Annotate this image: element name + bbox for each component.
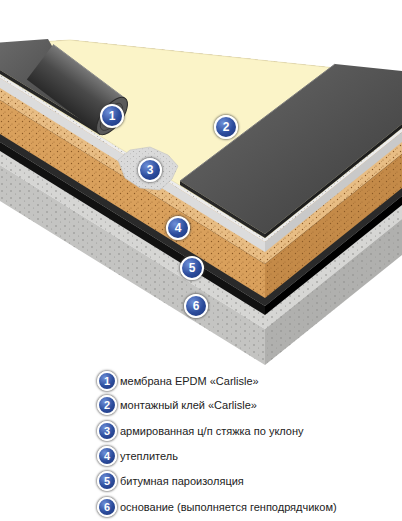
callout-number: 1	[100, 104, 124, 128]
roll-end-face	[91, 92, 133, 139]
vapour-top	[0, 40, 402, 306]
callout-number: 6	[97, 497, 117, 517]
legend-text: мембрана EPDM «Carlisle»	[120, 374, 259, 388]
insulation-layer	[0, 40, 402, 298]
callout-number: 5	[180, 256, 204, 280]
sheet-edge	[180, 64, 335, 181]
callout-number: 3	[97, 421, 117, 441]
callout-number: 6	[184, 294, 208, 318]
roll-spiral	[96, 100, 127, 134]
roll-body	[27, 44, 125, 133]
legend-text: армированная ц/п стяжка по уклону	[120, 424, 304, 438]
adhesive-layer	[0, 40, 402, 238]
screed-patch	[118, 147, 178, 190]
callout-number: 4	[97, 446, 117, 466]
screed-patch-fill	[118, 147, 178, 190]
roll-highlight	[53, 44, 125, 98]
membrane-roll	[27, 44, 133, 139]
legend-text: основание (выполняется генподрядчиком)	[120, 500, 337, 514]
sheet-side	[265, 124, 402, 238]
legend-text: монтажный клей «Carlisle»	[120, 398, 257, 412]
sheet-top	[180, 64, 402, 234]
screed-layer	[0, 40, 402, 252]
base-layer	[0, 40, 402, 365]
adhesive-top	[0, 40, 402, 238]
callout-number: 2	[214, 115, 238, 139]
legend-text: утеплитель	[120, 449, 178, 463]
roll-end	[91, 92, 133, 139]
callout-number: 3	[138, 158, 162, 182]
callout-number: 2	[97, 395, 117, 415]
callout-number: 1	[97, 371, 117, 391]
membrane-sheet-right	[180, 64, 402, 238]
sheet-front	[180, 181, 265, 238]
vapour-barrier-layer	[0, 40, 402, 315]
legend-text: битумная пароизоляция	[120, 474, 244, 488]
screed-patch-texture	[118, 147, 178, 190]
callout-number: 5	[97, 471, 117, 491]
callout-number: 4	[166, 216, 190, 240]
